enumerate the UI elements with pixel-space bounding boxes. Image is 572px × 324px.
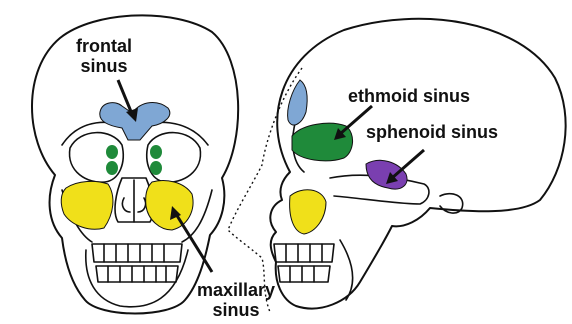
maxillary-label-line2: sinus [212, 300, 259, 320]
side-skull-outline [270, 19, 565, 309]
side-skull [228, 19, 566, 312]
maxillary-label-line1: maxillary [197, 280, 275, 300]
ethmoid-label: ethmoid sinus [348, 86, 470, 106]
sphenoid-label: sphenoid sinus [366, 122, 498, 142]
frontal-label-line1: frontal [76, 36, 132, 56]
frontal-label-line2: sinus [80, 56, 127, 76]
front-skull-outline [32, 15, 238, 313]
ethmoid-sinus-side [292, 123, 353, 161]
front-skull [32, 15, 238, 313]
